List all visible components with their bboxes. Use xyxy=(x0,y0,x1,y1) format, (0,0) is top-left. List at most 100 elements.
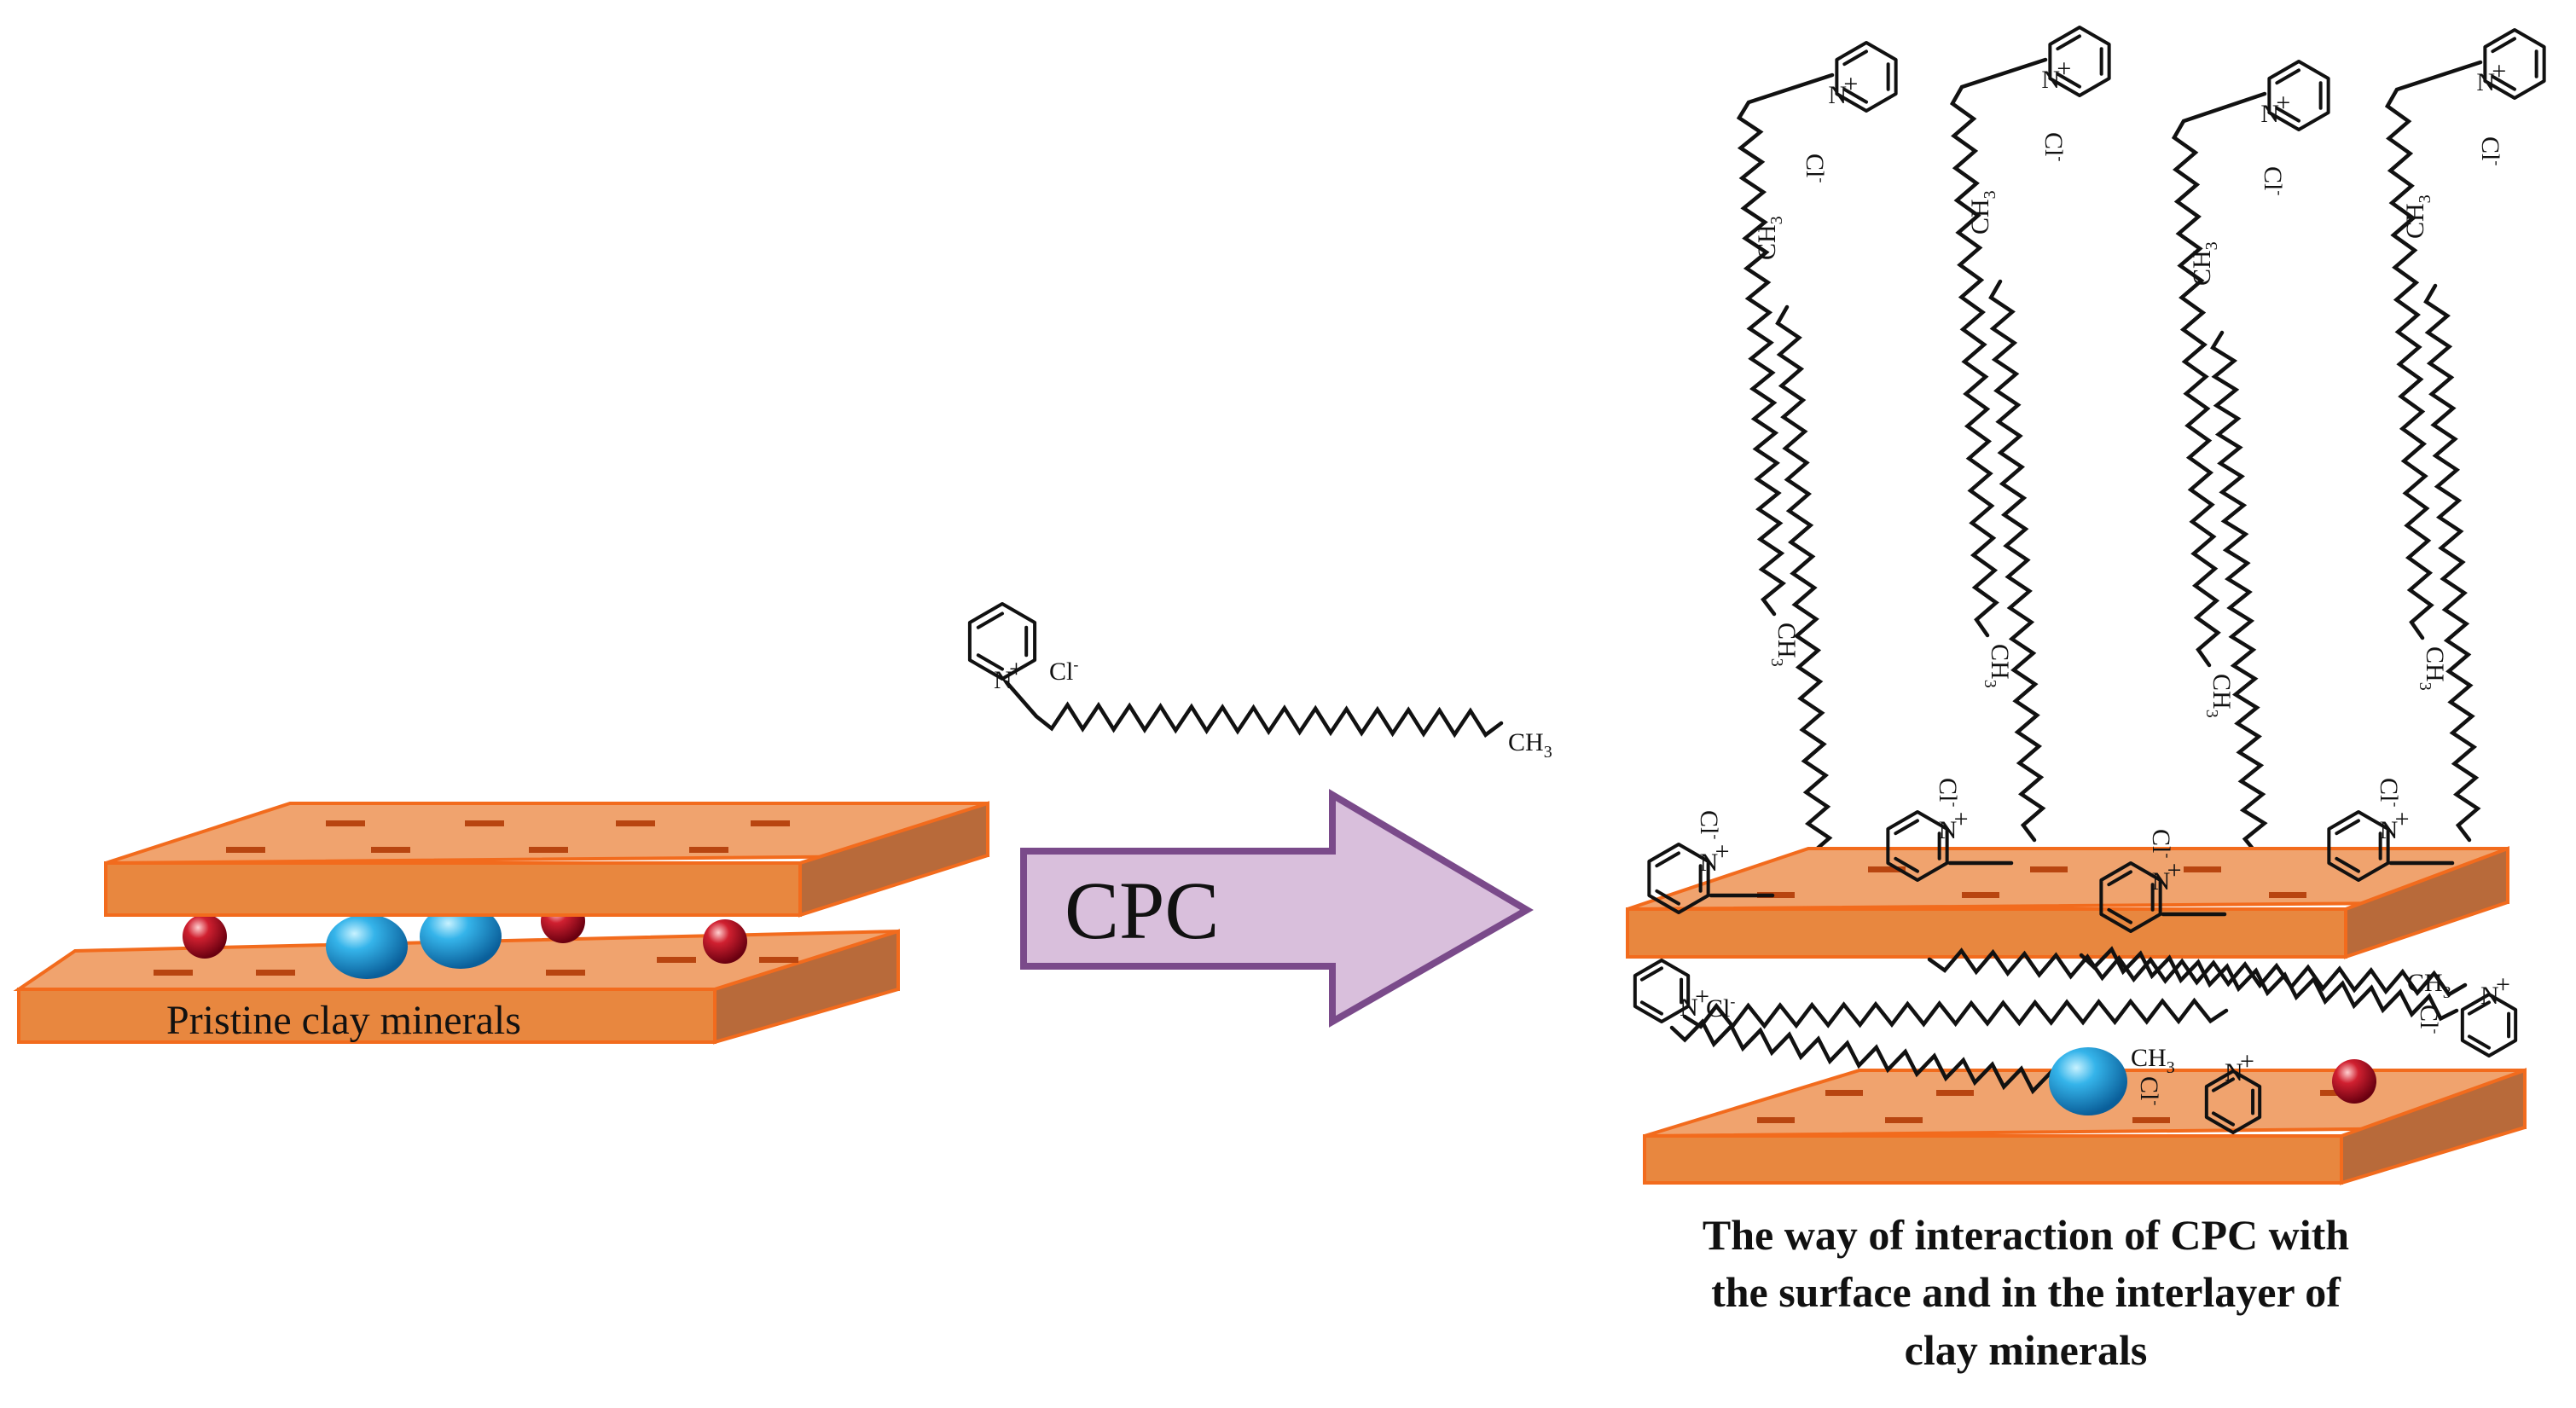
interlayer-cations-right xyxy=(2049,1047,2376,1115)
upright-cpc-chains: N+CH3Cl-CH3N+CH3Cl-CH3N+CH3Cl-CH3N+CH3Cl… xyxy=(1736,26,2546,872)
ring-bond xyxy=(2327,810,2390,882)
nitrogen-atom-label: N xyxy=(2041,66,2060,94)
positive-charge-sign: + xyxy=(2167,856,2182,884)
negative-charge-mark xyxy=(1757,1117,1795,1123)
methyl-group-label: CH3 xyxy=(2202,674,2236,718)
negative-charge-mark xyxy=(1885,1117,1923,1123)
cetyl-alkyl-chain xyxy=(2210,330,2268,855)
negative-charge-mark xyxy=(1962,892,1999,898)
negative-charge-mark xyxy=(759,957,798,963)
result-caption-line-3: clay minerals xyxy=(1905,1326,2148,1374)
chloride-counterion: Cl- xyxy=(2135,1076,2165,1105)
ring-bond xyxy=(2099,861,2162,933)
clay-layer-front-face xyxy=(1626,907,2347,959)
cpc-reaction-arrow: CPC xyxy=(1020,788,1534,1028)
nitrogen-atom-label: N xyxy=(2480,982,2499,1010)
nitrogen-atom-label: N xyxy=(1828,81,1847,109)
pyridinium-ring: N+ xyxy=(2327,805,2410,882)
negative-charge-mark xyxy=(326,820,365,826)
ring-bond xyxy=(1835,41,1898,113)
positive-charge-sign: + xyxy=(2395,805,2410,833)
blue-cation-sphere xyxy=(326,914,408,979)
pyridinium-ring: N+ xyxy=(2041,26,2111,97)
blue-cation-sphere xyxy=(2049,1047,2127,1115)
ring-double-bond xyxy=(2275,68,2300,85)
ring-double-bond xyxy=(2107,907,2132,924)
pyridinium-ring: N+ xyxy=(1647,837,1730,914)
methyl-group-label: CH3 xyxy=(2407,969,2451,1002)
chloride-counterion: Cl- xyxy=(1695,810,1725,839)
negative-charge-mark xyxy=(616,820,655,826)
layer-charge-dashes xyxy=(154,957,798,976)
ring-bond xyxy=(1886,810,1949,882)
nitrogen-atom-label: N xyxy=(1700,849,1719,877)
positive-charge-sign: + xyxy=(2492,57,2506,85)
cpc-molecule: N+ Cl- CH3 xyxy=(967,602,1552,762)
ring-double-bond xyxy=(1655,889,1680,906)
surface-bound-head: N+Cl- xyxy=(1647,810,1775,914)
negative-charge-mark xyxy=(751,820,790,826)
nitrogen-atom-label: N xyxy=(2476,68,2495,96)
chloride-counterion: Cl- xyxy=(2375,778,2405,807)
arrow-label: CPC xyxy=(1065,865,1219,956)
ring-double-bond xyxy=(2491,37,2516,54)
pyridinium-ring: N+ xyxy=(1828,41,1898,113)
pyridinium-ring: N+ xyxy=(2099,856,2182,933)
ring-double-bond xyxy=(1894,819,1919,836)
result-caption: The way of interaction of CPC with the s… xyxy=(1703,1211,2349,1374)
pyridinium-ring: N+ xyxy=(2260,60,2330,131)
interlayer-cpc-molecule: N+Cl-CH3 xyxy=(1633,959,2229,1103)
negative-charge-mark xyxy=(371,847,410,853)
ring-double-bond xyxy=(2056,72,2081,89)
chloride-counterion: Cl- xyxy=(2259,166,2289,195)
modified-clay-group: N+CH3Cl-CH3N+CH3Cl-CH3N+CH3Cl-CH3N+CH3Cl… xyxy=(1626,26,2546,1374)
methyl-group-label: CH3 xyxy=(2401,194,2434,239)
layer-charge-dashes xyxy=(1757,866,2306,898)
positive-charge-sign: + xyxy=(2240,1047,2254,1075)
result-caption-line-2: the surface and in the interlayer of xyxy=(1711,1268,2341,1316)
ring-double-bond xyxy=(2107,870,2132,887)
clay-layer-front-face xyxy=(17,988,717,1044)
methyl-group-label: CH3 xyxy=(2416,646,2449,691)
nitrogen-atom-label: N xyxy=(1939,816,1958,844)
red-cation-sphere xyxy=(183,914,227,959)
nitrogen-atom-label: N xyxy=(994,666,1012,694)
chloride-counterion: Cl- xyxy=(2415,1005,2445,1034)
cetyl-alkyl-chain xyxy=(1004,680,1504,739)
chloride-counterion: Cl- xyxy=(1706,993,1735,1023)
pyridinium-ring: N+ xyxy=(967,602,1037,694)
methyl-group-label: CH3 xyxy=(2131,1044,2175,1077)
cetyl-alkyl-chain xyxy=(2384,60,2483,640)
ring-bond xyxy=(967,602,1037,681)
methyl-group-label: CH3 xyxy=(1508,728,1552,762)
negative-charge-mark xyxy=(2030,866,2068,872)
negative-charge-mark xyxy=(1936,1090,1974,1096)
pyridinium-ring: N+ xyxy=(2204,1047,2262,1134)
methyl-group-label: CH3 xyxy=(1767,623,1801,667)
positive-charge-sign: + xyxy=(1695,982,1709,1011)
negative-charge-mark xyxy=(529,847,568,853)
positive-charge-sign: + xyxy=(1009,655,1024,683)
negative-charge-mark xyxy=(154,970,193,976)
pristine-clay-group: Pristine clay minerals xyxy=(13,801,989,1045)
ring-double-bond xyxy=(1842,87,1868,104)
arrow-shape xyxy=(1020,788,1534,1028)
cetyl-alkyl-chain xyxy=(1927,947,2468,998)
negative-charge-mark xyxy=(2132,1117,2170,1123)
ring-double-bond xyxy=(2335,819,2360,836)
chloride-counterion: Cl- xyxy=(2039,132,2069,161)
ring-bond xyxy=(1633,959,1691,1023)
methyl-group-label: CH3 xyxy=(1966,190,1999,235)
cetyl-alkyl-chain xyxy=(1669,1018,2109,1103)
surface-bound-head: N+Cl- xyxy=(2099,829,2227,933)
red-cation-sphere xyxy=(703,919,747,964)
ring-bond xyxy=(2460,993,2518,1057)
positive-charge-sign: + xyxy=(2057,55,2071,83)
pristine-clay-label: Pristine clay minerals xyxy=(166,998,521,1043)
cetyl-alkyl-chain xyxy=(1949,57,2048,638)
chloride-counterion: Cl- xyxy=(1049,656,1078,686)
